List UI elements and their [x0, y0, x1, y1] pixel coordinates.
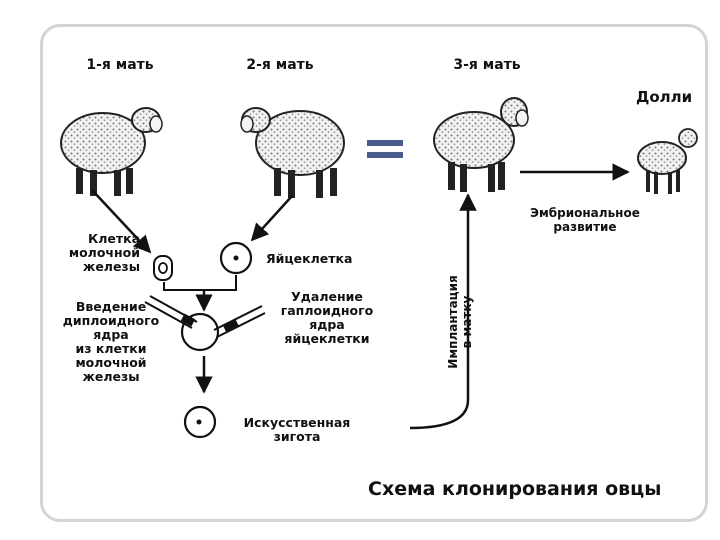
label-zygote: Искусственная зигота: [243, 415, 351, 444]
arrow-implantation: [409, 193, 477, 430]
label-removal: Удаление гаплоидного ядра яйцеклетки: [280, 289, 374, 346]
label-mother-3: 3-я мать: [453, 57, 521, 73]
arrow-sheep1-to-cell: [91, 189, 152, 254]
label-mother-2: 2-я мать: [246, 57, 314, 73]
label-introduction: Введение диплоидного ядра из клетки моло…: [62, 299, 160, 384]
artificial-zygote: [183, 405, 217, 439]
equals-sign: [367, 140, 403, 158]
merge-bracket: [163, 275, 237, 291]
label-development: Эмбриональное развитие: [530, 206, 640, 234]
sheep-mother-2: [240, 107, 345, 198]
sheep-dolly: [637, 128, 698, 194]
label-implantation: Имплантация в матку: [446, 275, 474, 369]
arrow-sheep2-to-egg: [250, 195, 293, 242]
label-mammary-cell: Клетка молочной железы: [68, 231, 140, 274]
label-mother-1: 1-я мать: [86, 57, 154, 73]
sheep-mother-1: [60, 107, 163, 196]
pipette-right: [213, 305, 266, 338]
label-dolly: Долли: [636, 88, 693, 106]
sheep-mother-3: [433, 97, 529, 192]
label-egg-cell: Яйцеклетка: [266, 251, 353, 266]
mammary-cell: [153, 255, 173, 281]
egg-cell: [219, 241, 253, 275]
diagram-caption: Схема клонирования овцы: [368, 478, 662, 500]
pipette-left: [144, 295, 198, 329]
diagram-frame: [40, 24, 708, 522]
